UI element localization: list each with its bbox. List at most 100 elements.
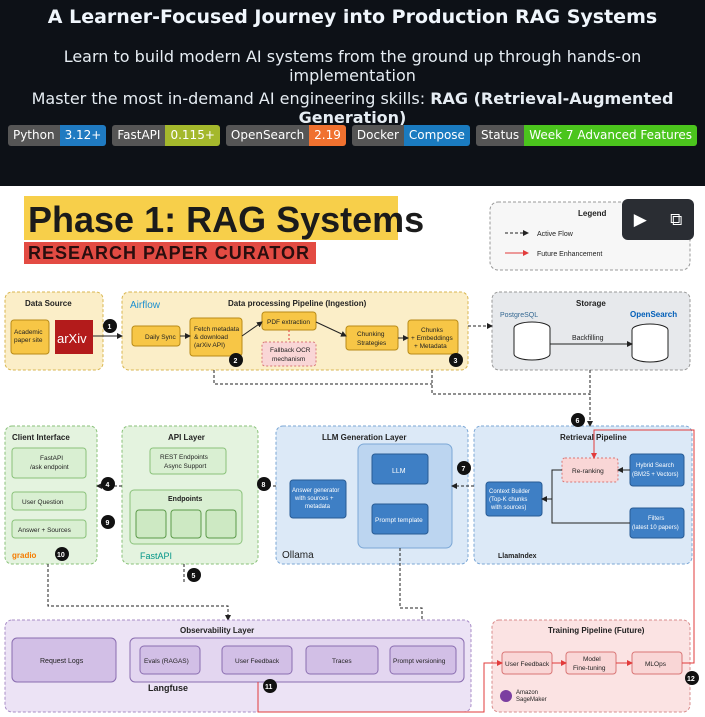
data-source-title: Data Source — [25, 299, 72, 308]
step-marker-11 — [263, 679, 277, 693]
step-marker-2 — [229, 353, 243, 367]
answer-generator-node — [289, 479, 347, 519]
postgres-logo: PostgreSQL — [500, 312, 538, 319]
observability-metrics-group — [129, 637, 465, 683]
fetch-line1: Fetch metadata — [194, 326, 240, 333]
step-marker-3 — [449, 353, 463, 367]
legend-future-label: Future Enhancement — [537, 251, 602, 258]
legend-active-label: Active Flow — [537, 231, 574, 238]
rest-line2: Async Support — [164, 463, 206, 470]
langfuse-logo: Langfuse — [148, 683, 188, 693]
fallback-line2: mechanism — [272, 356, 305, 363]
chunks-line2: + Embeddings — [411, 335, 453, 342]
llm-title: LLM Generation Layer — [322, 433, 406, 442]
arrow — [315, 321, 347, 337]
badge-value: Compose — [403, 125, 470, 146]
gradio-logo: gradio — [12, 551, 37, 560]
page-subtitle: Learn to build modern AI systems from th… — [63, 47, 642, 85]
academic-site-node — [10, 319, 50, 355]
badge-value: 2.19 — [309, 125, 346, 146]
observability-title: Observability Layer — [180, 626, 254, 635]
arrow — [431, 370, 593, 427]
skills-highlight: RAG (Retrieval-Augmented Generation) — [298, 89, 674, 127]
filters-node — [629, 507, 685, 539]
phase-title: Phase 1: RAG Systems — [28, 199, 424, 240]
endpoint-slot — [170, 509, 202, 539]
fastapi-logo: FastAPI — [140, 551, 172, 561]
architecture-diagram: Phase 1: RAG Systems RESEARCH PAPER CURA… — [0, 186, 705, 717]
endpoint-slot — [205, 509, 237, 539]
user-feedback-obs-node — [221, 645, 293, 675]
step-marker-5 — [187, 568, 201, 582]
step-label: 7 — [462, 466, 466, 473]
step-marker-7 — [457, 461, 471, 475]
open-external-icon[interactable]: ⧉ — [670, 209, 683, 230]
arxiv-label: arXiv — [57, 331, 87, 346]
prompt-versioning-label: Prompt versioning — [393, 658, 446, 665]
endpoints-title: Endpoints — [168, 496, 202, 503]
airflow-logo: Airflow — [130, 300, 161, 311]
step-label: 3 — [454, 358, 458, 365]
chunks-line3: + Metadata — [414, 343, 447, 350]
llamaindex-logo: LlamaIndex — [498, 553, 537, 560]
training-feedback-label: User Feedback — [505, 661, 550, 668]
reranking-label: Re-ranking — [572, 468, 604, 475]
evals-label: Evals (RAGAS) — [144, 658, 189, 665]
step-marker-1 — [103, 319, 117, 333]
storage-title: Storage — [576, 299, 606, 308]
llm-node — [371, 453, 429, 485]
fetch-line3: (arXiv API) — [194, 342, 225, 349]
fastapi-endpoint-node — [11, 447, 87, 479]
future-flow-arrow — [591, 429, 695, 664]
traces-label: Traces — [332, 658, 352, 665]
endpoint-slot — [135, 509, 167, 539]
skills-line: Master the most in-demand AI engineering… — [0, 89, 705, 127]
badge-key: Python — [7, 125, 60, 146]
answer-sources-label: Answer + Sources — [18, 527, 72, 534]
academic-line2: paper site — [14, 337, 43, 344]
badge-key: Status — [475, 125, 525, 146]
mlops-label: MLOps — [645, 661, 667, 668]
request-logs-node — [11, 637, 117, 683]
step-markers: 1 2 3 4 5 6 7 8 9 10 11 12 — [55, 319, 699, 693]
opensearch-db-body — [631, 330, 669, 363]
answer-gen-line3: metadata — [305, 504, 331, 510]
hybrid-search-node — [629, 453, 685, 487]
badge-key: OpenSearch — [225, 125, 310, 146]
badge-value: 0.115+ — [165, 125, 220, 146]
skills-prefix: Master the most in-demand AI engineering… — [31, 89, 431, 108]
request-logs-label: Request Logs — [40, 658, 84, 665]
training-title: Training Pipeline (Future) — [548, 626, 645, 635]
prompt-versioning-node — [389, 645, 457, 675]
pdf-extraction-label: PDF extraction — [267, 319, 310, 326]
client-title: Client Interface — [12, 433, 70, 442]
arrow — [241, 321, 263, 337]
chunking-line1: Chunking — [357, 331, 385, 338]
ingestion-title: Data processing Pipeline (Ingestion) — [228, 299, 367, 308]
chunking-line2: Strategies — [357, 340, 387, 347]
user-feedback-obs-label: User Feedback — [235, 658, 280, 665]
traces-node — [305, 645, 379, 675]
step-marker-9 — [101, 515, 115, 529]
step-label: 12 — [687, 676, 695, 683]
step-label: 10 — [57, 552, 65, 559]
badge-key: Docker — [351, 125, 404, 146]
step-marker-8 — [257, 477, 271, 491]
user-question-label: User Question — [22, 499, 64, 506]
fastapi-endpoint-line1: FastAPI — [40, 455, 63, 462]
prompt-template-label: Prompt template — [375, 517, 423, 524]
answer-sources-node — [11, 519, 87, 539]
arxiv-logo — [55, 320, 93, 354]
api-title: API Layer — [168, 433, 205, 442]
context-line1: Context Builder — [489, 489, 530, 495]
play-icon[interactable]: ▶ — [633, 209, 647, 230]
rest-line1: REST Endpoints — [160, 454, 209, 461]
step-label: 11 — [265, 684, 273, 691]
sagemaker-icon — [500, 690, 512, 702]
